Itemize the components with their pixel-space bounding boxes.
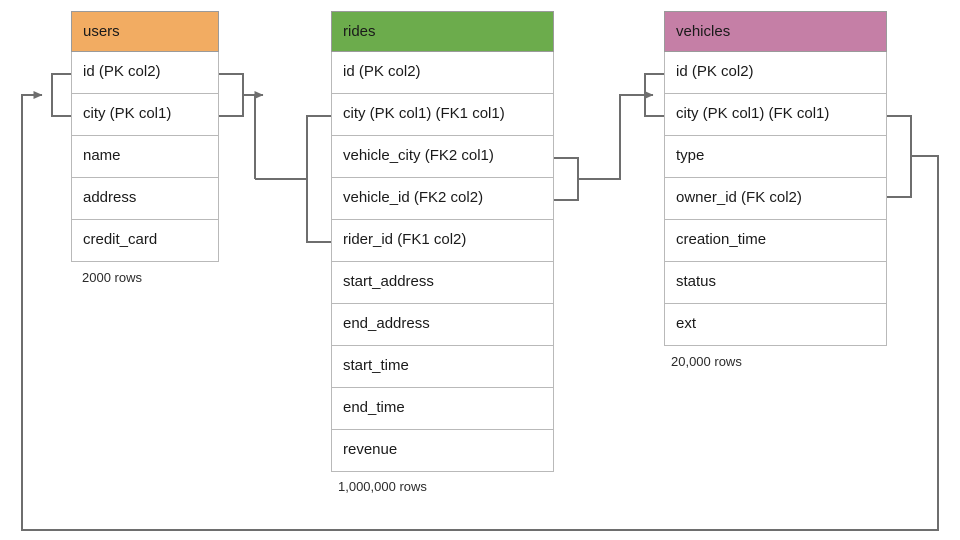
table-row[interactable]: vehicle_id (FK2 col2) xyxy=(331,178,554,220)
connector-rides-fk1-to-users xyxy=(219,73,331,243)
table-row[interactable]: address xyxy=(71,178,219,220)
table-row[interactable]: vehicle_city (FK2 col1) xyxy=(331,136,554,178)
connector-vehicles-fk-to-users xyxy=(21,73,939,531)
table-title: vehicles xyxy=(676,23,731,40)
table-row[interactable]: revenue xyxy=(331,430,554,472)
table-row[interactable]: owner_id (FK col2) xyxy=(664,178,887,220)
row-count-vehicles: 20,000 rows xyxy=(671,354,742,369)
connector-rides-fk2-to-vehicles xyxy=(554,73,664,201)
table-row[interactable]: creation_time xyxy=(664,220,887,262)
table-row[interactable]: id (PK col2) xyxy=(331,52,554,94)
table-users[interactable]: users id (PK col2) city (PK col1) name a… xyxy=(71,11,219,262)
table-row[interactable]: status xyxy=(664,262,887,304)
table-row[interactable]: credit_card xyxy=(71,220,219,262)
row-count-rides: 1,000,000 rows xyxy=(338,479,427,494)
table-row[interactable]: type xyxy=(664,136,887,178)
table-vehicles[interactable]: vehicles id (PK col2) city (PK col1) (FK… xyxy=(664,11,887,346)
table-row[interactable]: rider_id (FK1 col2) xyxy=(331,220,554,262)
table-header-vehicles: vehicles xyxy=(664,11,887,52)
table-row[interactable]: end_time xyxy=(331,388,554,430)
table-rides[interactable]: rides id (PK col2) city (PK col1) (FK1 c… xyxy=(331,11,554,472)
table-row[interactable]: id (PK col2) xyxy=(664,52,887,94)
table-row[interactable]: id (PK col2) xyxy=(71,52,219,94)
table-row[interactable]: name xyxy=(71,136,219,178)
table-row[interactable]: city (PK col1) xyxy=(71,94,219,136)
table-row[interactable]: city (PK col1) (FK1 col1) xyxy=(331,94,554,136)
table-row[interactable]: end_address xyxy=(331,304,554,346)
row-count-users: 2000 rows xyxy=(82,270,142,285)
table-row[interactable]: city (PK col1) (FK col1) xyxy=(664,94,887,136)
table-header-users: users xyxy=(71,11,219,52)
table-title: rides xyxy=(343,23,376,40)
table-row[interactable]: start_address xyxy=(331,262,554,304)
table-row[interactable]: ext xyxy=(664,304,887,346)
table-title: users xyxy=(83,23,120,40)
table-row[interactable]: start_time xyxy=(331,346,554,388)
table-header-rides: rides xyxy=(331,11,554,52)
